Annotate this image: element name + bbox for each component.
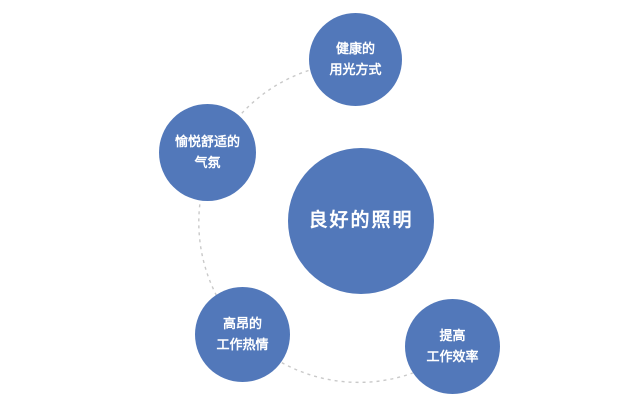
node-bottom-left-line1: 高昂的 — [222, 316, 262, 332]
node-top-line2: 用光方式 — [329, 61, 382, 77]
node-bottom-left-line2: 工作热情 — [216, 336, 269, 352]
node-bottom-right-line1: 提高 — [439, 328, 466, 344]
node-pleasant-atmosphere: 愉悦舒适的 气氛 — [159, 104, 256, 201]
node-top-line1: 健康的 — [335, 41, 375, 57]
node-healthy-lighting: 健康的 用光方式 — [309, 13, 402, 106]
node-work-enthusiasm: 高昂的 工作热情 — [195, 287, 290, 382]
node-center-label: 良好的照明 — [308, 210, 414, 232]
node-work-efficiency: 提高 工作效率 — [405, 299, 500, 394]
node-left-line1: 愉悦舒适的 — [174, 134, 240, 150]
node-left-line2: 气氛 — [194, 154, 221, 170]
node-center-good-lighting: 良好的照明 — [288, 148, 434, 294]
dashed-orbit-arc — [198, 69, 414, 384]
node-bottom-right-line2: 工作效率 — [426, 348, 479, 364]
